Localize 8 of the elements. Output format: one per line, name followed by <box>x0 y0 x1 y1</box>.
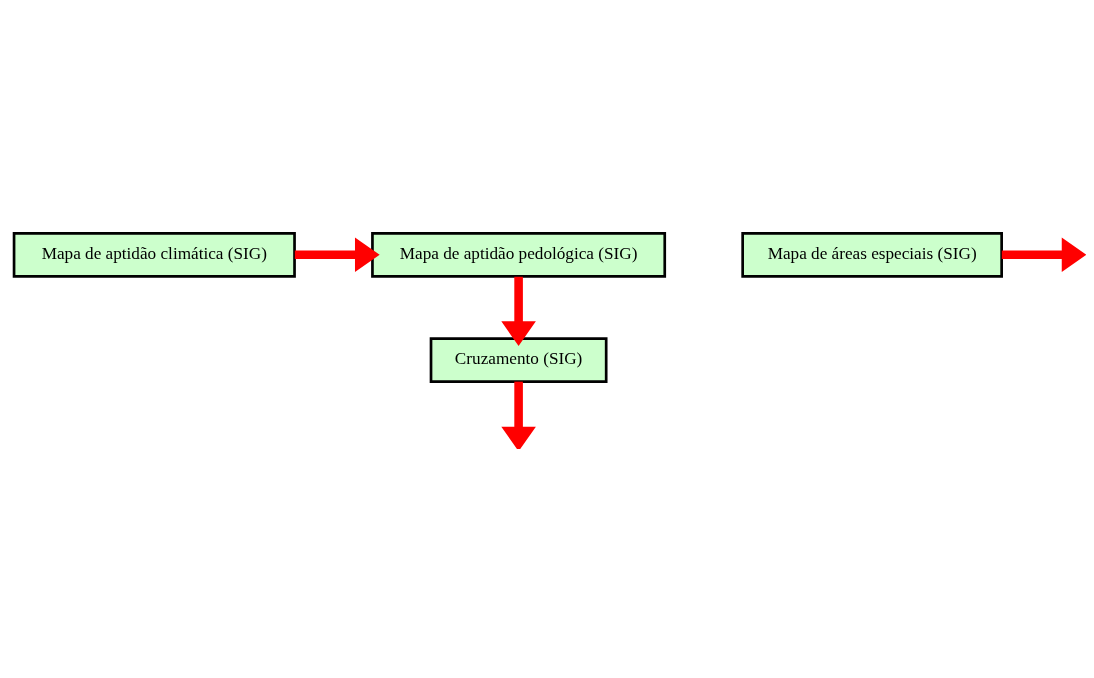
arrow <box>294 237 380 273</box>
node-box: Cruzamento (SIG) <box>429 337 608 383</box>
arrow <box>501 276 536 347</box>
node-box: Mapa de áreas especiais (SIG) <box>741 231 1003 278</box>
arrow <box>1001 237 1086 273</box>
node-box: Mapa de aptidão pedológica (SIG) <box>371 231 667 278</box>
node-box: Mapa de aptidão climática (SIG) <box>12 231 296 278</box>
arrow <box>501 381 536 449</box>
